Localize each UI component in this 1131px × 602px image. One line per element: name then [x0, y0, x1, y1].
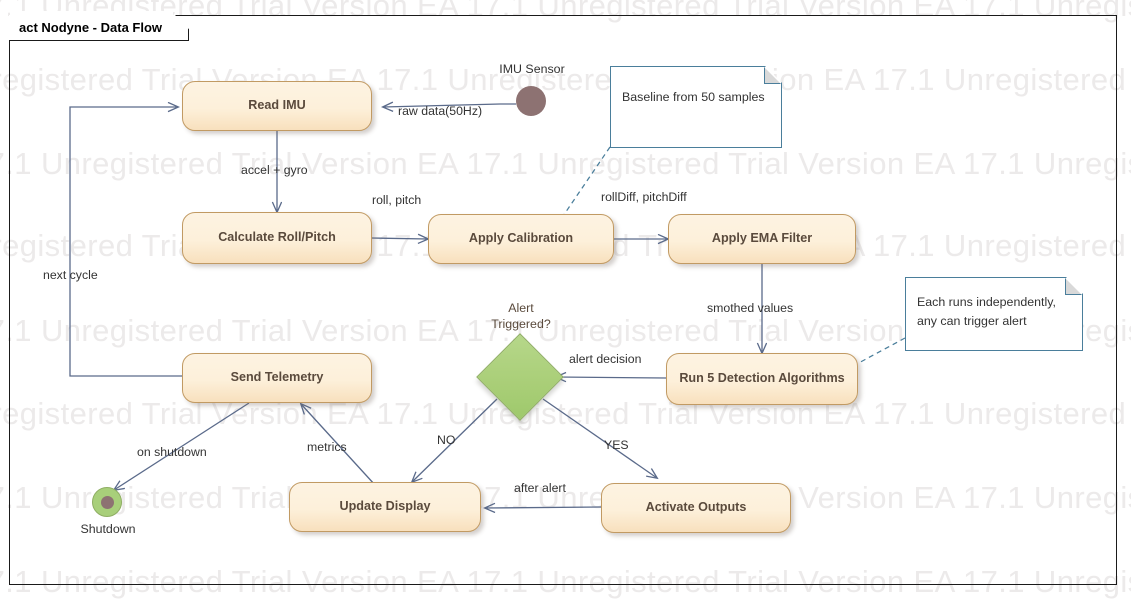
- imu-sensor-label: IMU Sensor: [499, 62, 565, 76]
- final-node-core: [100, 495, 114, 509]
- frame-title-mask: [10, 11, 173, 17]
- note-detection-line1: Each runs independently,: [917, 295, 1056, 309]
- activity-read-imu[interactable]: Read IMU: [182, 81, 372, 131]
- edge-label-metrics: metrics: [307, 440, 347, 454]
- note-baseline-text: Baseline from 50 samples: [622, 90, 765, 104]
- note-baseline: Baseline from 50 samples: [610, 66, 782, 148]
- activity-apply-calibration-label: Apply Calibration: [468, 231, 574, 246]
- edge-label-raw-data: raw data(50Hz): [398, 104, 483, 118]
- activity-send-telemetry[interactable]: Send Telemetry: [182, 353, 372, 403]
- decision-label-line1: Alert: [508, 301, 534, 315]
- activity-activate-outputs[interactable]: Activate Outputs: [601, 483, 791, 533]
- edge-label-rolldiff-pitchdiff: rollDiff, pitchDiff: [601, 190, 687, 204]
- note-detection-line2: any can trigger alert: [917, 314, 1027, 329]
- edge-label-no: NO: [437, 433, 456, 447]
- edge-label-smothed-values: smothed values: [707, 301, 794, 315]
- decision-label: Alert Triggered?: [466, 300, 576, 333]
- decision-node-alert-triggered[interactable]: [476, 333, 564, 421]
- edge-label-alert-decision: alert decision: [569, 352, 642, 366]
- activity-apply-ema-filter[interactable]: Apply EMA Filter: [668, 214, 856, 264]
- edge-label-roll-pitch: roll, pitch: [372, 193, 422, 207]
- diagram-frame: [9, 15, 1117, 585]
- activity-update-display[interactable]: Update Display: [289, 482, 481, 532]
- activity-update-display-label: Update Display: [339, 499, 431, 514]
- activity-run-detection-algorithms-label: Run 5 Detection Algorithms: [679, 371, 845, 386]
- activity-final-node-shutdown[interactable]: [92, 487, 122, 517]
- activity-read-imu-label: Read IMU: [248, 98, 306, 113]
- activity-activate-outputs-label: Activate Outputs: [645, 500, 747, 515]
- shutdown-label: Shutdown: [80, 522, 136, 536]
- activity-run-detection-algorithms[interactable]: Run 5 Detection Algorithms: [666, 353, 858, 405]
- note-detection: Each runs independently, any can trigger…: [905, 277, 1083, 351]
- activity-calculate-roll-pitch-label: Calculate Roll/Pitch: [218, 230, 336, 245]
- activity-apply-ema-filter-label: Apply EMA Filter: [711, 231, 813, 246]
- edge-label-yes: YES: [604, 438, 629, 452]
- activity-send-telemetry-label: Send Telemetry: [230, 370, 324, 385]
- note-detection-text: Each runs independently, any can trigger…: [917, 293, 1072, 331]
- edge-label-after-alert: after alert: [514, 481, 566, 495]
- activity-calculate-roll-pitch[interactable]: Calculate Roll/Pitch: [182, 212, 372, 264]
- frame-title-text: act Nodyne - Data Flow: [19, 20, 163, 35]
- imu-sensor-pin: [516, 86, 546, 116]
- edge-label-next-cycle: next cycle: [43, 268, 98, 282]
- frame-title-tab: act Nodyne - Data Flow: [9, 15, 189, 41]
- decision-label-line2: Triggered?: [491, 317, 551, 332]
- decision-diamond-shape: [476, 333, 564, 421]
- activity-apply-calibration[interactable]: Apply Calibration: [428, 214, 614, 264]
- edge-label-on-shutdown: on shutdown: [137, 445, 207, 459]
- edge-label-accel-gyro: accel + gyro: [241, 163, 308, 177]
